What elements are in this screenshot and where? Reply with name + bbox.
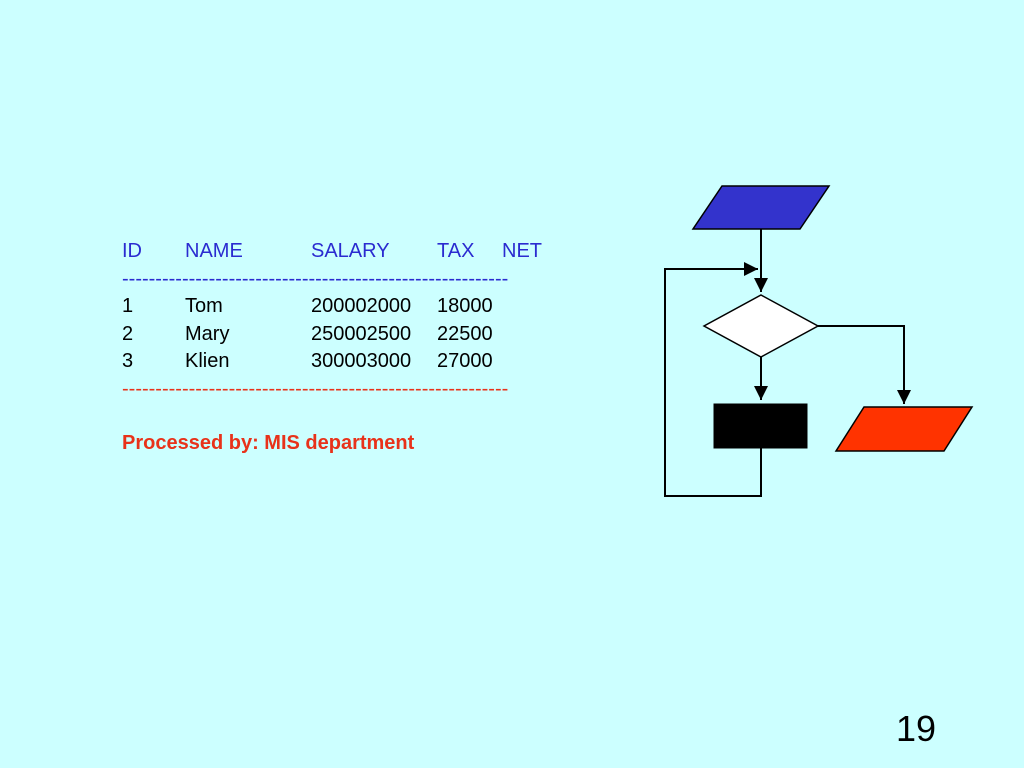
table-row: 3 Klien 300003000 27000 bbox=[122, 348, 564, 376]
row-id: 3 bbox=[122, 350, 134, 372]
header-net: NET bbox=[502, 240, 542, 262]
separator-top: ----------------------------------------… bbox=[122, 267, 509, 290]
header-tax: TAX bbox=[437, 240, 475, 262]
header-id: ID bbox=[122, 240, 142, 262]
row-tax: 18000 bbox=[437, 295, 493, 317]
row-id: 2 bbox=[122, 322, 134, 345]
row-name: Mary bbox=[185, 322, 230, 345]
row-tax: 22500 bbox=[437, 322, 493, 345]
salary-report: ID NAME SALARY TAX NET -----------------… bbox=[122, 238, 564, 458]
row-salary: 200002000 bbox=[311, 295, 412, 317]
flowchart-decision-diamond bbox=[702, 294, 820, 358]
connector-decision-to-output bbox=[818, 325, 911, 404]
row-salary: 300003000 bbox=[311, 350, 412, 372]
row-name: Tom bbox=[185, 295, 223, 317]
row-name: Klien bbox=[185, 350, 230, 372]
page-number: 19 bbox=[896, 708, 937, 749]
header-name: NAME bbox=[185, 240, 243, 262]
report-header-row: ID NAME SALARY TAX NET bbox=[122, 238, 564, 266]
flowchart-input-parallelogram bbox=[691, 185, 831, 230]
separator-bottom: ----------------------------------------… bbox=[122, 377, 509, 400]
connector-loop-back bbox=[664, 262, 762, 497]
flowchart-process-box bbox=[713, 403, 808, 449]
table-row: 2 Mary 250002500 22500 bbox=[122, 321, 564, 349]
processed-by-note: Processed by: MIS department bbox=[122, 432, 415, 454]
row-id: 1 bbox=[122, 295, 134, 317]
flowchart-output-parallelogram bbox=[834, 406, 974, 452]
row-salary: 250002500 bbox=[311, 322, 412, 345]
table-row: 1 Tom 200002000 18000 bbox=[122, 293, 564, 321]
row-tax: 27000 bbox=[437, 350, 493, 372]
header-salary: SALARY bbox=[311, 240, 390, 262]
